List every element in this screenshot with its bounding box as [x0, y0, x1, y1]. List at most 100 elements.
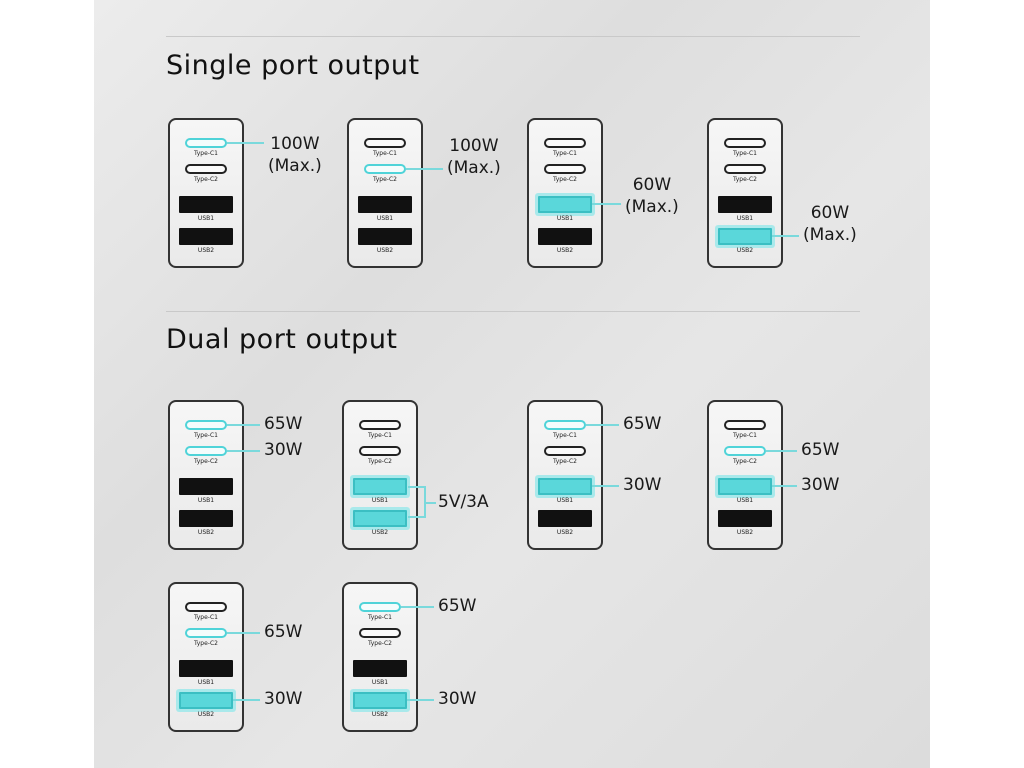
leader-line — [772, 235, 799, 237]
leader-line — [227, 632, 260, 634]
output-value: 60W — [810, 203, 850, 223]
type-c-port — [724, 164, 766, 174]
port-label: Type-C2 — [553, 176, 577, 183]
usb-a-port-active — [353, 692, 407, 709]
port-label: USB1 — [197, 679, 215, 686]
leader-line — [401, 606, 434, 608]
port-label: Type-C2 — [553, 458, 577, 465]
output-value: 30W — [623, 475, 662, 495]
output-note: (Max.) — [447, 158, 501, 178]
port-label: Type-C1 — [194, 432, 218, 439]
usb-a-port — [179, 478, 233, 495]
leader-line — [586, 424, 619, 426]
output-value: 65W — [623, 414, 662, 434]
usb-a-port — [538, 228, 592, 245]
port-label: USB1 — [376, 215, 394, 222]
port-label: USB2 — [197, 711, 215, 718]
output-value: 65W — [438, 596, 477, 616]
output-value: 60W — [632, 175, 672, 195]
output-callout: 100W(Max.) — [268, 133, 322, 177]
port-label: Type-C1 — [733, 432, 757, 439]
port-label: Type-C2 — [733, 458, 757, 465]
middle-divider — [166, 311, 860, 312]
port-label: Type-C1 — [368, 432, 392, 439]
usb-a-port-active — [353, 478, 407, 495]
port-label: USB1 — [197, 497, 215, 504]
usb-a-port-active — [538, 196, 592, 213]
type-c-port-active — [359, 602, 401, 612]
port-label: Type-C2 — [194, 458, 218, 465]
section-title-single: Single port output — [166, 50, 420, 81]
port-label: USB1 — [736, 497, 754, 504]
bracket-connector — [408, 486, 426, 518]
port-label: Type-C2 — [733, 176, 757, 183]
type-c-port — [544, 446, 586, 456]
port-label: USB2 — [376, 247, 394, 254]
port-label: USB2 — [556, 529, 574, 536]
usb-a-port — [358, 228, 412, 245]
port-label: USB1 — [556, 497, 574, 504]
port-label: Type-C1 — [733, 150, 757, 157]
port-label: USB1 — [371, 679, 389, 686]
type-c-port — [359, 446, 401, 456]
type-c-port — [544, 164, 586, 174]
output-value: 65W — [264, 414, 303, 434]
port-label: Type-C1 — [373, 150, 397, 157]
type-c-port-active — [185, 628, 227, 638]
port-label: USB2 — [556, 247, 574, 254]
output-value: 65W — [801, 440, 840, 460]
type-c-port — [364, 138, 406, 148]
port-label: Type-C2 — [194, 176, 218, 183]
output-value: 30W — [801, 475, 840, 495]
usb-a-port — [358, 196, 412, 213]
port-label: USB2 — [371, 529, 389, 536]
output-value: 30W — [264, 689, 303, 709]
leader-line — [233, 699, 260, 701]
port-label: Type-C1 — [194, 150, 218, 157]
leader-line — [426, 502, 436, 504]
port-label: Type-C1 — [553, 150, 577, 157]
leader-line — [407, 699, 434, 701]
output-note: (Max.) — [803, 225, 857, 245]
usb-a-port-active — [718, 228, 772, 245]
type-c-port — [544, 138, 586, 148]
usb-a-port — [353, 660, 407, 677]
port-label: Type-C2 — [194, 640, 218, 647]
output-callout: 60W(Max.) — [803, 202, 857, 246]
usb-a-port-active — [718, 478, 772, 495]
output-value: 100W — [270, 134, 320, 154]
section-title-dual: Dual port output — [166, 324, 398, 355]
type-c-port-active — [544, 420, 586, 430]
leader-line — [227, 142, 264, 144]
leader-line — [592, 203, 621, 205]
output-callout: 60W(Max.) — [625, 174, 679, 218]
type-c-port-active — [724, 446, 766, 456]
output-value: 100W — [449, 136, 499, 156]
type-c-port — [724, 138, 766, 148]
leader-line — [766, 450, 797, 452]
usb-a-port-active — [179, 692, 233, 709]
usb-a-port — [179, 196, 233, 213]
leader-line — [592, 485, 619, 487]
output-value: 65W — [264, 622, 303, 642]
usb-a-port-active — [353, 510, 407, 527]
usb-a-port — [179, 228, 233, 245]
usb-a-port — [179, 510, 233, 527]
usb-a-port-active — [538, 478, 592, 495]
usb-a-port — [718, 196, 772, 213]
output-value: 30W — [264, 440, 303, 460]
port-label: USB2 — [736, 247, 754, 254]
port-label: USB2 — [197, 247, 215, 254]
leader-line — [227, 450, 260, 452]
port-label: Type-C1 — [553, 432, 577, 439]
port-label: USB1 — [556, 215, 574, 222]
port-label: USB2 — [371, 711, 389, 718]
output-callout: 100W(Max.) — [447, 135, 501, 179]
leader-line — [772, 485, 797, 487]
port-label: Type-C1 — [194, 614, 218, 621]
port-label: USB1 — [736, 215, 754, 222]
type-c-port-active — [185, 138, 227, 148]
type-c-port — [185, 602, 227, 612]
leader-line — [227, 424, 260, 426]
port-label: USB2 — [197, 529, 215, 536]
